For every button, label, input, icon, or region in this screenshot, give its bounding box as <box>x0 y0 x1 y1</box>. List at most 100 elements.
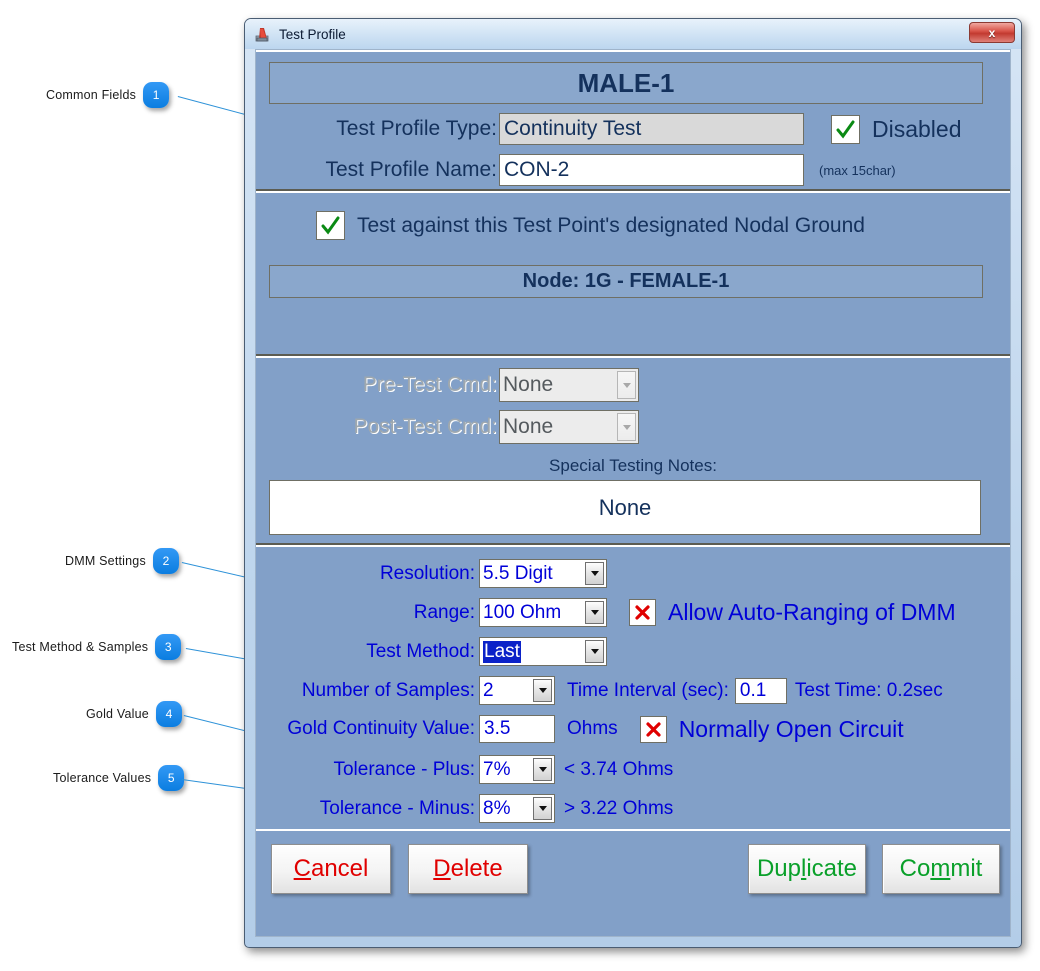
time-interval-input[interactable]: 0.1 <box>734 677 787 704</box>
profile-header-text: MALE-1 <box>577 67 675 98</box>
callout-2-label: DMM Settings <box>65 554 146 568</box>
profile-name-label: Test Profile Name: <box>325 158 497 181</box>
chevron-down-icon[interactable] <box>585 640 604 663</box>
tolerance-minus-result: > 3.22 Ohms <box>564 797 674 819</box>
gold-value-input[interactable]: 3.5 <box>479 715 555 743</box>
tolerance-plus-combo[interactable]: 7% <box>479 755 555 784</box>
tolerance-minus-value: 8% <box>483 797 511 819</box>
auto-ranging-checkbox[interactable] <box>629 599 656 626</box>
auto-ranging-label: Allow Auto-Ranging of DMM <box>668 599 956 625</box>
chevron-down-icon[interactable] <box>585 562 604 585</box>
window-titlebar[interactable]: Test Profile x <box>245 19 1021 49</box>
pre-test-cmd-value: None <box>503 373 554 396</box>
chevron-down-icon[interactable] <box>533 679 552 702</box>
node-banner-text: Node: 1G - FEMALE-1 <box>522 270 730 292</box>
callout-5-badge: 5 <box>158 765 185 791</box>
callout-3: Test Method & Samples 3 <box>12 634 182 660</box>
row-test-method: Test Method: Last <box>269 637 607 666</box>
row-samples: Number of Samples: 2 Time Interval (sec)… <box>269 676 943 705</box>
test-method-value-wrap: Last <box>480 638 585 665</box>
callout-2-badge: 2 <box>152 548 179 574</box>
window-title: Test Profile <box>279 26 346 42</box>
duplicate-label-rest: icate <box>806 855 858 882</box>
profile-type-value: Continuity Test <box>499 113 804 145</box>
nodal-ground-label: Test against this Test Point's designate… <box>357 213 865 237</box>
chevron-down-icon[interactable] <box>585 601 604 624</box>
row-profile-type: Test Profile Type: Continuity Test Disab… <box>269 113 983 145</box>
delete-accel: D <box>433 855 451 882</box>
special-notes-value: None <box>598 494 652 520</box>
range-combo[interactable]: 100 Ohm <box>479 598 607 627</box>
tolerance-plus-result: < 3.74 Ohms <box>564 758 674 780</box>
commit-label-pre: Co <box>899 855 931 882</box>
row-post-test-cmd: Post-Test Cmd: None <box>269 410 639 444</box>
profile-name-hint: (max 15char) <box>819 162 896 178</box>
time-interval-label: Time Interval (sec): <box>567 679 729 701</box>
special-notes-textarea[interactable]: None <box>269 480 981 535</box>
row-gold-value: Gold Continuity Value: 3.5 Ohms Normally… <box>269 715 904 743</box>
callout-5: Tolerance Values 5 <box>53 765 185 791</box>
pre-test-cmd-combo[interactable]: None <box>499 368 639 402</box>
row-profile-name: Test Profile Name: CON-2 (max 15char) <box>269 154 983 186</box>
callout-3-badge: 3 <box>155 634 182 660</box>
checkmark-icon <box>321 216 340 235</box>
gold-value-label: Gold Continuity Value: <box>287 718 475 739</box>
disabled-checkbox[interactable] <box>831 114 860 144</box>
callout-5-label: Tolerance Values <box>53 771 152 785</box>
callout-1-badge: 1 <box>143 82 170 108</box>
chevron-down-icon[interactable] <box>533 797 552 820</box>
normally-open-checkbox[interactable] <box>639 715 667 743</box>
cancel-accel: C <box>293 855 311 882</box>
delete-label-rest: elete <box>450 855 503 882</box>
checkmark-icon <box>836 120 855 138</box>
row-resolution: Resolution: 5.5 Digit <box>269 559 607 588</box>
nodal-ground-checkbox[interactable] <box>316 211 345 240</box>
app-icon <box>255 26 272 43</box>
chevron-down-icon[interactable] <box>617 371 636 399</box>
close-icon[interactable]: x <box>969 22 1015 43</box>
profile-header-banner: MALE-1 <box>269 62 983 104</box>
test-time-label: Test Time: 0.2sec <box>794 679 943 701</box>
test-method-combo[interactable]: Last <box>479 637 607 666</box>
samples-label: Number of Samples: <box>301 679 475 701</box>
chevron-down-icon[interactable] <box>617 413 636 441</box>
panel-commands-notes: Pre-Test Cmd: None Post-Test Cmd: None S… <box>256 356 1010 545</box>
range-label: Range: <box>413 601 475 623</box>
row-tolerance-minus: Tolerance - Minus: 8% > 3.22 Ohms <box>269 794 673 823</box>
callout-4-badge: 4 <box>155 701 182 727</box>
resolution-value: 5.5 Digit <box>483 562 553 584</box>
row-pre-test-cmd: Pre-Test Cmd: None <box>269 368 639 402</box>
profile-name-input[interactable]: CON-2 <box>499 154 804 186</box>
tolerance-minus-combo[interactable]: 8% <box>479 794 555 823</box>
normally-open-label: Normally Open Circuit <box>678 715 904 742</box>
post-test-cmd-combo[interactable]: None <box>499 410 639 444</box>
callout-4-label: Gold Value <box>86 707 149 721</box>
gold-value-units: Ohms <box>567 718 618 739</box>
node-banner: Node: 1G - FEMALE-1 <box>269 265 983 298</box>
post-test-cmd-label: Post-Test Cmd: <box>353 415 497 438</box>
row-tolerance-plus: Tolerance - Plus: 7% < 3.74 Ohms <box>269 755 673 784</box>
test-profile-window: Test Profile x MALE-1 Test Profile Type:… <box>244 18 1022 948</box>
test-method-label: Test Method: <box>366 640 475 662</box>
samples-value: 2 <box>483 679 494 701</box>
cross-icon <box>646 721 661 737</box>
chevron-down-icon[interactable] <box>533 758 552 781</box>
tolerance-plus-label: Tolerance - Plus: <box>333 758 475 780</box>
resolution-combo[interactable]: 5.5 Digit <box>479 559 607 588</box>
duplicate-label-pre: Dup <box>756 855 801 882</box>
samples-combo[interactable]: 2 <box>479 676 555 705</box>
row-nodal-checkbox: Test against this Test Point's designate… <box>316 211 865 240</box>
test-method-value: Last <box>483 640 521 663</box>
callout-2: DMM Settings 2 <box>65 548 179 574</box>
tolerance-minus-label: Tolerance - Minus: <box>319 797 475 819</box>
disabled-label: Disabled <box>872 115 962 142</box>
range-value: 100 Ohm <box>483 601 562 623</box>
panel-nodal-ground: Test against this Test Point's designate… <box>256 191 1010 356</box>
post-test-cmd-value: None <box>503 415 554 438</box>
special-notes-label: Special Testing Notes: <box>549 456 717 475</box>
